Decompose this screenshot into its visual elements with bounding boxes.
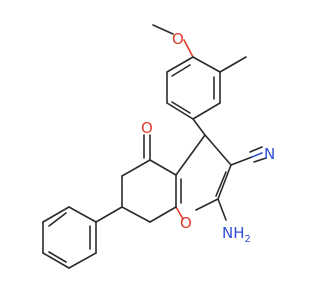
bond-nitrile-single (230, 156, 253, 166)
bond-methyl-o (152, 24, 174, 35)
pyran-ring (175, 134, 232, 220)
bond-o-aryl (183, 39, 194, 58)
bond-c4-aryl (192, 118, 206, 136)
molecule-diagram: O O O N NH2 (42, 24, 275, 269)
amino-subscript: 2 (245, 234, 251, 245)
amino-label: NH (222, 224, 245, 242)
bond-amino (217, 198, 227, 221)
methoxy-oxygen-label: O (172, 30, 184, 48)
cyclohexenone-ring (121, 159, 177, 223)
phenyl-ring (42, 206, 97, 269)
bond-nitrile-b (249, 146, 263, 153)
anisyl-ring (166, 56, 221, 120)
bond-ring-phenyl (95, 206, 123, 223)
ketone-oxygen-label: O (141, 119, 153, 137)
bond-nitrile-c (253, 157, 267, 163)
amino-group-label: NH2 (222, 224, 251, 245)
bond-nitrile-a (251, 152, 263, 158)
structure-drawing: O O O N NH2 (42, 24, 275, 269)
bond-ring-methyl (219, 56, 247, 73)
nitrile-nitrogen-label: N (264, 145, 275, 163)
ring-oxygen-label: O (180, 214, 192, 232)
